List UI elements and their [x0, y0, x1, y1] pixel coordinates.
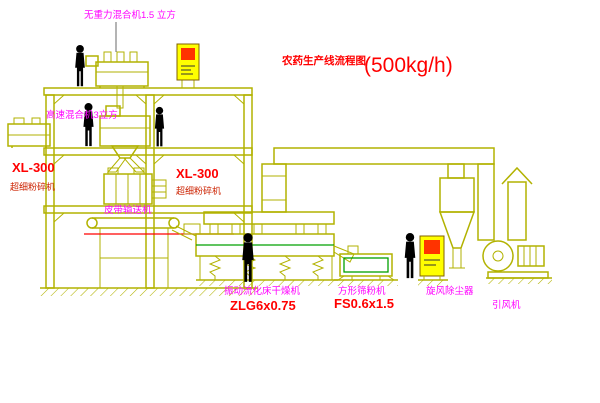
label-pulverizer-left-model: XL-300 — [12, 160, 55, 175]
downcomer-duct — [477, 163, 495, 241]
diagram-title-capacity: (500kg/h) — [364, 54, 453, 77]
y-pipe-left — [106, 157, 127, 173]
label-high-speed-mixer: 高速混合机3立方 — [46, 109, 118, 121]
belt-conveyor — [84, 217, 234, 288]
dryer-exhaust-header — [203, 211, 335, 225]
gravity-mixer — [85, 51, 149, 109]
diagram-title: 农药生产线流程图 — [281, 54, 366, 67]
label-square-sieve: 方形筛粉机 — [338, 285, 386, 297]
cyclone-dipleg — [452, 247, 462, 269]
ground-hatch-building — [40, 288, 258, 296]
main-exhaust-duct — [273, 147, 495, 241]
square-sieve — [334, 245, 398, 286]
high-speed-mixer — [99, 105, 151, 173]
dryer-feed-box — [183, 223, 201, 235]
label-cyclone: 旋风除尘器 — [426, 285, 474, 297]
worker-sieve — [404, 233, 416, 279]
label-gravity-mixer: 无重力混合机1.5 立方 — [84, 9, 176, 21]
label-square-sieve-model: FS0.6x1.5 — [334, 296, 394, 311]
mixer-discharge-pipe — [116, 85, 124, 109]
dryer-spring — [208, 255, 222, 280]
panel-screen — [424, 240, 440, 254]
left-small-mixer — [7, 117, 51, 148]
dryer-discharge-chute — [333, 245, 355, 263]
stack-rain-cap — [501, 166, 533, 185]
label-belt-conveyor: 皮带输送机 — [104, 204, 152, 216]
control-panel-1 — [176, 43, 200, 88]
text-labels: 无重力混合机1.5 立方 农药生产线流程图 (500kg/h) 高速混合机3立方… — [10, 9, 521, 313]
worker-second-floor-right — [154, 106, 165, 147]
control-panel-2 — [418, 235, 448, 286]
cyclone-separator — [438, 163, 476, 269]
label-pulverizer-left-name: 超细粉碎机 — [10, 181, 55, 192]
pulverizer-motor — [151, 179, 167, 199]
induced-draft-fan — [482, 166, 552, 284]
label-pulverizer-center-model: XL-300 — [176, 166, 219, 181]
fluid-bed-dryer — [183, 163, 355, 286]
label-fluid-bed-dryer: 振动流化床干燥机 — [224, 285, 301, 297]
y-pipe-right — [122, 157, 146, 173]
dryer-riser-duct — [261, 163, 287, 213]
pulverizer — [103, 167, 167, 205]
fan-motor — [517, 245, 545, 267]
label-pulverizer-center-name: 超细粉碎机 — [176, 185, 221, 196]
label-induced-draft-fan: 引风机 — [492, 299, 521, 311]
panel-screen — [181, 48, 195, 60]
label-fluid-bed-dryer-model: ZLG6x0.75 — [230, 298, 296, 313]
worker-top-floor — [75, 44, 85, 87]
building-frame — [40, 87, 258, 296]
exhaust-stack — [507, 181, 527, 241]
